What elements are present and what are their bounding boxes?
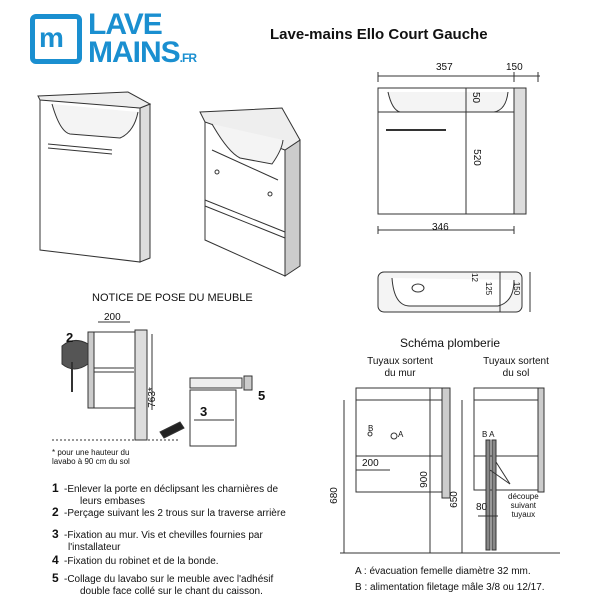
cutout-label: découpe suivant tuyaux <box>508 492 539 519</box>
step-text: -Fixation du robinet et de la bonde. <box>64 556 219 567</box>
notice-dim-763: 763* <box>146 387 158 408</box>
plumbing-left-title: Tuyaux sortent du mur <box>352 356 448 380</box>
step-5: 5 -Collage du lavabo sur le meuble avec l… <box>52 572 273 598</box>
dim-plan-150: 150 <box>512 281 522 296</box>
plumbing-right-title-1: Tuyaux sortent <box>483 356 549 367</box>
callout-3: 3 <box>200 404 208 419</box>
dim-width-top: 357 <box>436 62 453 73</box>
notice-dim-200: 200 <box>104 312 121 323</box>
logo-line2-text: MAINS <box>88 36 181 69</box>
step-text: -Collage du lavabo sur le meuble avec l'… <box>64 574 274 585</box>
note-b: B : alimentation filetage mâle 3/8 ou 12… <box>355 582 545 593</box>
plumbing-left-title-2: du mur <box>384 368 416 379</box>
logo-m-icon: m <box>39 22 64 53</box>
plumbing-heading: Schéma plomberie <box>400 336 501 350</box>
step-number: 2 <box>52 505 59 519</box>
plumbing-dim-900: 900 <box>418 471 430 488</box>
plumbing-dim-200: 200 <box>362 458 379 469</box>
cutout-label-1: découpe <box>508 492 539 501</box>
note-a: A : évacuation femelle diamètre 32 mm. <box>355 566 531 577</box>
step-number: 5 <box>52 571 59 585</box>
plumbing-dim-650: 650 <box>448 491 460 508</box>
step-number: 3 <box>52 527 59 541</box>
step-text-cont: leurs embases <box>80 496 146 507</box>
step-text-cont: double face collé sur le chant du caisso… <box>80 586 263 597</box>
step-text: -Enlever la porte en déclipsant les char… <box>64 484 279 495</box>
label-ba-right: B A <box>482 430 495 439</box>
logo-suffix: .FR <box>179 51 197 65</box>
plumbing-dim-80: 80 <box>476 502 488 513</box>
logo-line1: LAVE <box>88 8 163 41</box>
dim-plan-12: 12 <box>469 273 479 282</box>
step-text: -Perçage suivant les 2 trous sur la trav… <box>64 508 286 519</box>
dim-width-bottom: 346 <box>432 222 449 233</box>
step-4: 4 -Fixation du robinet et de la bonde. <box>52 554 219 568</box>
plumbing-right-title: Tuyaux sortent du sol <box>468 356 564 380</box>
step-text: -Fixation au mur. Vis et chevilles fourn… <box>64 530 263 541</box>
cutout-label-3: tuyaux <box>511 510 536 519</box>
label-a-left: A <box>398 430 404 439</box>
page-title: Lave-mains Ello Court Gauche <box>270 26 488 43</box>
dim-depth: 150 <box>506 62 523 73</box>
logo-line2: MAINS.FR <box>88 38 197 71</box>
cutout-label-2: suivant <box>510 501 537 510</box>
notice-heading: NOTICE DE POSE DU MEUBLE <box>92 292 253 304</box>
step-number: 4 <box>52 553 59 567</box>
notice-footnote: * pour une hauteur du lavabo à 90 cm du … <box>52 448 130 466</box>
label-b-left: B <box>368 424 374 433</box>
plumbing-right-title-2: du sol <box>502 368 530 379</box>
step-1: 1 -Enlever la porte en déclipsant les cha… <box>52 482 278 508</box>
callout-2: 2 <box>66 330 74 345</box>
plumbing-dim-680: 680 <box>328 487 340 504</box>
callout-5: 5 <box>258 388 266 403</box>
dim-basin-height: 50 <box>470 91 482 104</box>
dim-plan-125: 125 <box>484 281 494 296</box>
logo-mark: m <box>30 14 82 64</box>
step-text-cont: l'installateur <box>68 542 121 553</box>
step-2: 2 -Perçage suivant les 2 trous sur la tra… <box>52 506 286 520</box>
step-number: 1 <box>52 481 59 495</box>
plumbing-left-title-1: Tuyaux sortent <box>367 356 433 367</box>
dim-cabinet-height: 520 <box>470 149 482 166</box>
step-3: 3 -Fixation au mur. Vis et chevilles four… <box>52 528 263 554</box>
